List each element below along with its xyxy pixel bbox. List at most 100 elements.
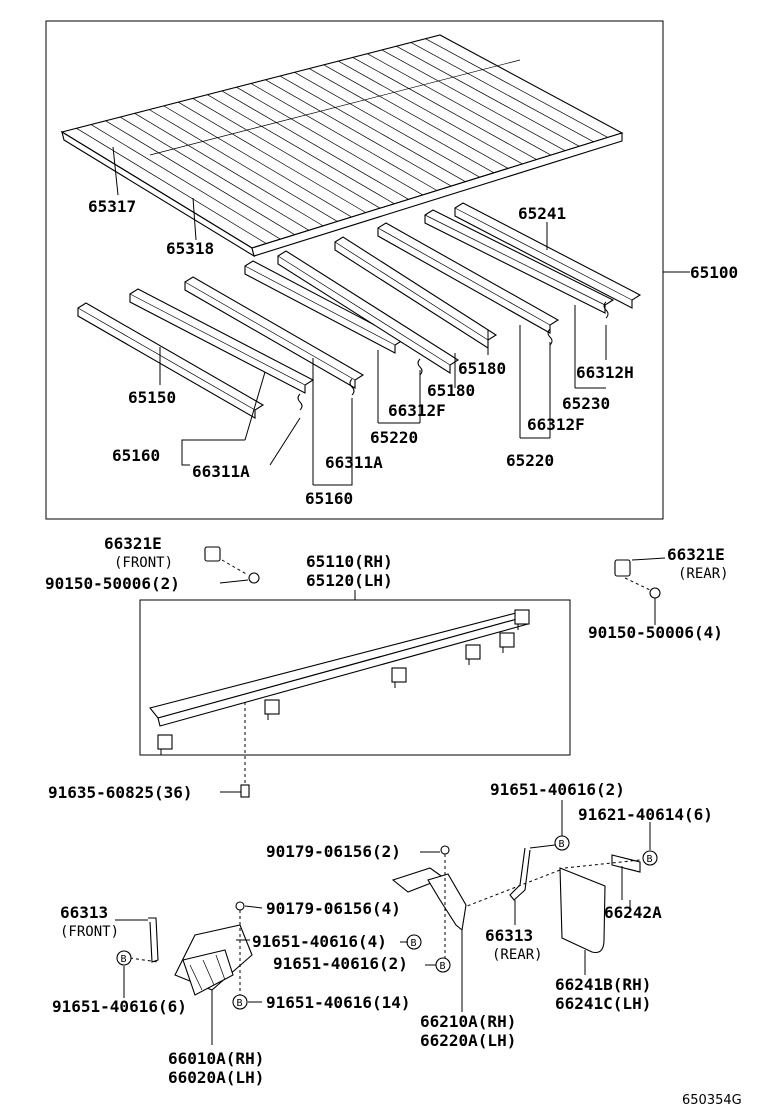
deck-floor-panel [60, 34, 624, 258]
cross-member-edge [244, 265, 396, 346]
floor-rib [323, 64, 509, 169]
label-91651-top: 91651-40616(2) [490, 780, 625, 799]
label-66020a: 66020A(LH) [168, 1068, 264, 1087]
bolt-marker-letter: B [121, 954, 127, 965]
label-66241c: 66241C(LH) [555, 994, 651, 1013]
floor-rib [192, 98, 381, 209]
floor-rib [352, 57, 537, 160]
label-91621: 91621-40614(6) [578, 805, 713, 824]
label-66220a: 66220A(LH) [420, 1031, 516, 1050]
rear-mudguard-bracket [391, 845, 467, 1012]
label-66311a-right: 66311A [325, 453, 383, 472]
label-65317: 65317 [88, 197, 136, 216]
label-65220-left: 65220 [370, 428, 418, 447]
floor-rib [221, 90, 409, 200]
label-66313-front-note: (FRONT) [60, 924, 119, 940]
front-clip [204, 546, 260, 584]
floor-rib [367, 53, 552, 156]
floor-rib [410, 42, 594, 143]
bolt-marker-letter: B [237, 998, 243, 1009]
floor-rib [265, 79, 452, 187]
label-66313-front: 66313 [60, 903, 108, 922]
sill-bracket [391, 667, 407, 683]
label-66312f-left: 66312F [388, 401, 446, 420]
floor-rib [119, 116, 310, 231]
floor-rib [381, 49, 566, 151]
cross-member-edge [424, 214, 606, 306]
sill-bracket [465, 644, 481, 660]
cross-member-edge [77, 307, 256, 411]
clip [297, 393, 303, 411]
figure-code: 650354G [682, 1093, 742, 1108]
cross-member-edge [377, 227, 551, 326]
cross-member-edge [184, 281, 356, 381]
rear-stay [509, 844, 556, 901]
label-66312f-right: 66312F [527, 415, 585, 434]
floor-rib [207, 94, 395, 205]
floor-rib [134, 113, 324, 227]
floor-rib [294, 72, 480, 178]
cross-member-edge [334, 241, 489, 341]
label-66321e-rear: 66321E [667, 545, 725, 564]
floor-rib [149, 109, 338, 222]
label-66241b: 66241B(RH) [555, 975, 651, 994]
label-66321e-front: 66321E [104, 534, 162, 553]
label-65150: 65150 [128, 388, 176, 407]
label-91651-14: 91651-40616(14) [266, 993, 411, 1012]
floor-rib [338, 60, 523, 165]
label-65120: 65120(LH) [306, 571, 393, 590]
label-66210a: 66210A(RH) [420, 1012, 516, 1031]
label-65180-upper: 65180 [458, 359, 506, 378]
front-mudguard [174, 901, 253, 1045]
label-65230: 65230 [562, 394, 610, 413]
clip [603, 301, 609, 319]
label-90150-rear: 90150-50006(4) [588, 623, 723, 642]
upper-group-frame [45, 20, 664, 520]
cross-member-edge [129, 293, 306, 386]
floor-rib [250, 83, 438, 191]
bolt-marker-circle [232, 994, 248, 1010]
bolt-marker-letter: B [440, 961, 446, 972]
side-sill-rail [149, 609, 530, 755]
mudguard-leaders [123, 800, 651, 1003]
sill-bracket [514, 609, 530, 625]
label-66313-rear: 66313 [485, 926, 533, 945]
clip [547, 328, 553, 346]
clip [417, 358, 423, 376]
bolt-marker-circle [642, 850, 658, 866]
floor-rib [105, 120, 295, 236]
rear-clip [614, 557, 666, 625]
label-66242a: 66242A [604, 903, 662, 922]
label-66312h: 66312H [576, 363, 634, 382]
label-65100: 65100 [690, 263, 738, 282]
floor-rib [76, 127, 267, 244]
floor-rib [396, 45, 580, 147]
sill-bracket [264, 699, 280, 715]
sill-bracket [499, 632, 515, 648]
label-66311a-left: 66311A [192, 462, 250, 481]
clip [349, 378, 355, 396]
cross-member-edge [454, 207, 633, 301]
cross-members [77, 202, 642, 419]
floor-rib [90, 124, 281, 240]
label-91651-6: 91651-40616(6) [52, 997, 187, 1016]
label-90150-front: 90150-50006(2) [45, 574, 180, 593]
label-65110: 65110(RH) [306, 552, 393, 571]
floor-rib [178, 101, 367, 213]
label-91635: 91635-60825(36) [48, 783, 193, 802]
label-65241: 65241 [518, 204, 566, 223]
bolt-marker-circle [116, 950, 132, 966]
label-66010a: 66010A(RH) [168, 1049, 264, 1068]
label-65180-lower: 65180 [427, 381, 475, 400]
label-65160-right: 65160 [305, 489, 353, 508]
sill-bracket [157, 734, 173, 750]
label-91651-2-mid: 91651-40616(2) [273, 954, 408, 973]
bolt-marker-letter: B [559, 839, 565, 850]
label-91651-4: 91651-40616(4) [252, 932, 387, 951]
floor-rib [425, 38, 608, 138]
bolt-marker-letter: B [647, 854, 653, 865]
upper-leaders [112, 146, 607, 486]
label-65318: 65318 [166, 239, 214, 258]
floor-rib [163, 105, 352, 218]
label-90179-2: 90179-06156(2) [266, 842, 401, 861]
